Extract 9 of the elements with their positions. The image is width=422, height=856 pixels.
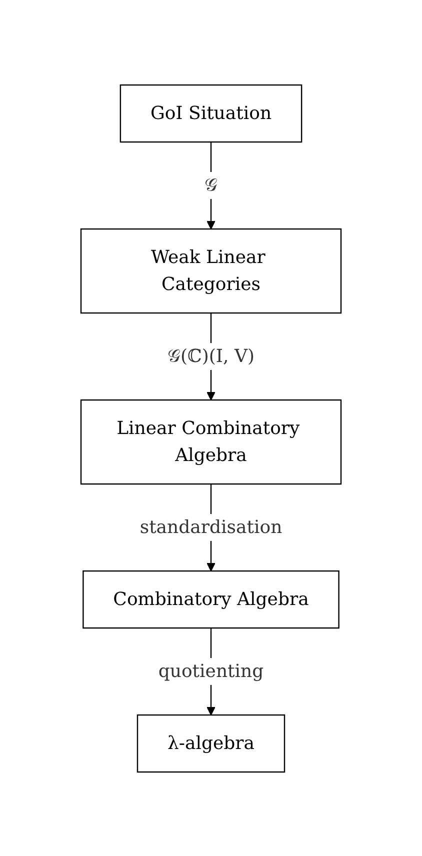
node-box: λ-algebra bbox=[136, 714, 286, 772]
node-box: GoI Situation bbox=[120, 84, 302, 142]
edge-label: quotienting bbox=[158, 660, 264, 682]
node-box: Combinatory Algebra bbox=[82, 570, 340, 628]
edge-label: 𝒢(ℂ)(I, V) bbox=[168, 346, 254, 366]
node-box: Weak Linear Categories bbox=[80, 228, 342, 314]
node-box: Linear Combinatory Algebra bbox=[80, 398, 342, 484]
edge-label: 𝒢 bbox=[204, 174, 218, 196]
edge-label: standardisation bbox=[140, 516, 282, 538]
